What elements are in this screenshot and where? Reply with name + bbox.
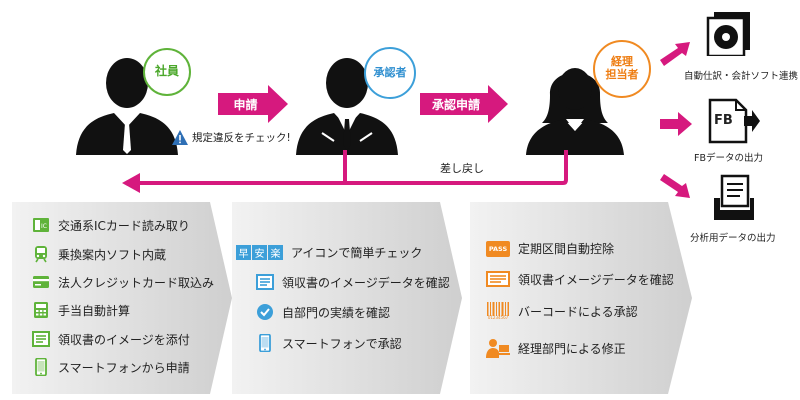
role-accountant-label-1: 経理 [611, 55, 633, 69]
panel-accounting-label-3: 経理部門による修正 [518, 341, 626, 356]
svg-text:IC: IC [41, 223, 47, 230]
output-label-1: 自動仕訳・会計ソフト連携 [684, 71, 799, 82]
panel-employee-label-3: 手当自動計算 [58, 303, 131, 318]
output-arrow-3 [660, 172, 692, 198]
check-note: 規定違反をチェック! [172, 130, 291, 145]
role-approver-label: 承認者 [373, 65, 407, 79]
output-arrow-1 [660, 42, 692, 68]
panel-accounting-item-1: 領収書イメージデータを確認 [486, 270, 674, 288]
panel-approver-item-0: 早 安 楽 アイコンで簡単チェック [236, 244, 422, 261]
role-accountant-label-2: 担当者 [605, 68, 639, 81]
role-approver-bubble: 承認者 [364, 47, 416, 99]
panel-employee-label-5: スマートフォンから申請 [58, 360, 190, 375]
receipt-icon [486, 271, 510, 287]
panel-accounting-label-0: 定期区間自動控除 [518, 242, 615, 256]
credit-card-icon [33, 276, 49, 288]
smartphone-icon [35, 358, 47, 376]
panel-approver-item-3: スマートフォンで承認 [256, 334, 402, 352]
panel-accounting-label-2: バーコードによる承認 [518, 304, 638, 319]
return-label: 差し戻し [440, 162, 484, 175]
smartphone-icon [259, 334, 271, 352]
apply-label: 申請 [233, 98, 258, 112]
role-employee-label: 社員 [154, 64, 179, 79]
receipt-icon [32, 331, 50, 347]
approver-figure [292, 55, 402, 155]
check-note-text: 規定違反をチェック! [192, 132, 291, 144]
pass-icon: PASS [486, 240, 510, 257]
panel-employee-item-5: スマートフォンから申請 [32, 358, 190, 376]
approve-apply-arrow [420, 85, 508, 123]
panel-employee-label-0: 交通系ICカード読み取り [58, 218, 190, 233]
panel-employee-item-2: 法人クレジットカード取込み [32, 273, 214, 291]
badge-icons: 早 安 楽 [236, 245, 283, 260]
panel-accounting-item-3: 経理部門による修正 [486, 338, 626, 358]
calculator-icon [34, 302, 48, 318]
panel-employee-label-2: 法人クレジットカード取込み [58, 275, 215, 290]
panel-employee-label-1: 乗換案内ソフト内蔵 [58, 247, 167, 262]
panel-approver-label-2: 自部門の実績を確認 [282, 305, 391, 320]
panel-approver-item-1: 領収書のイメージデータを確認 [256, 273, 450, 291]
check-circle-icon [257, 304, 273, 320]
feature-panels-bg [12, 202, 692, 394]
role-accountant-bubble: 経理 担当者 [593, 40, 651, 98]
badge-cheap: 安 [252, 245, 267, 260]
fb-file-icon [708, 98, 760, 144]
badge-easy: 楽 [268, 245, 283, 260]
receipt-icon [256, 274, 274, 290]
role-employee-bubble: 社員 [143, 48, 191, 96]
barcode-digits: 01234567 [487, 315, 509, 320]
panel-employee-item-1: 乗換案内ソフト内蔵 [32, 245, 166, 263]
person-desk-icon [486, 339, 510, 358]
approve-apply-label: 承認申請 [431, 98, 480, 112]
output-arrow-2 [660, 112, 692, 136]
panel-accounting-item-2: 01234567 バーコードによる承認 [486, 302, 638, 320]
apply-arrow [218, 85, 288, 123]
panel-approver-item-2: 自部門の実績を確認 [256, 303, 390, 321]
train-icon [35, 246, 47, 263]
panel-employee-item-3: 手当自動計算 [32, 301, 130, 319]
disc-icon [706, 10, 754, 56]
panel-employee-item-0: IC 交通系ICカード読み取り [32, 216, 190, 234]
employee-figure [72, 55, 182, 155]
ic-card-icon: IC [33, 218, 49, 232]
output-label-3: 分析用データの出力 [690, 233, 776, 244]
panel-approver-label-3: スマートフォンで承認 [282, 336, 402, 351]
fb-icon-text: FB [714, 113, 733, 128]
badge-fast: 早 [236, 245, 251, 260]
output-label-2: FBデータの出力 [694, 153, 763, 164]
warning-icon [172, 130, 188, 145]
panel-approver-label-0: アイコンで簡単チェック [291, 246, 423, 260]
panel-approver-label-1: 領収書のイメージデータを確認 [282, 275, 450, 290]
barcode-icon: 01234567 [486, 302, 510, 320]
panel-employee-item-4: 領収書のイメージを添付 [32, 330, 190, 348]
panel-employee-label-4: 領収書のイメージを添付 [58, 332, 190, 347]
accountant-figure [520, 55, 630, 155]
return-arrow [120, 150, 570, 195]
panel-accounting-label-1: 領収書イメージデータを確認 [518, 272, 674, 287]
panel-accounting-item-0: PASS 定期区間自動控除 [486, 240, 614, 257]
document-tray-icon [712, 174, 756, 222]
